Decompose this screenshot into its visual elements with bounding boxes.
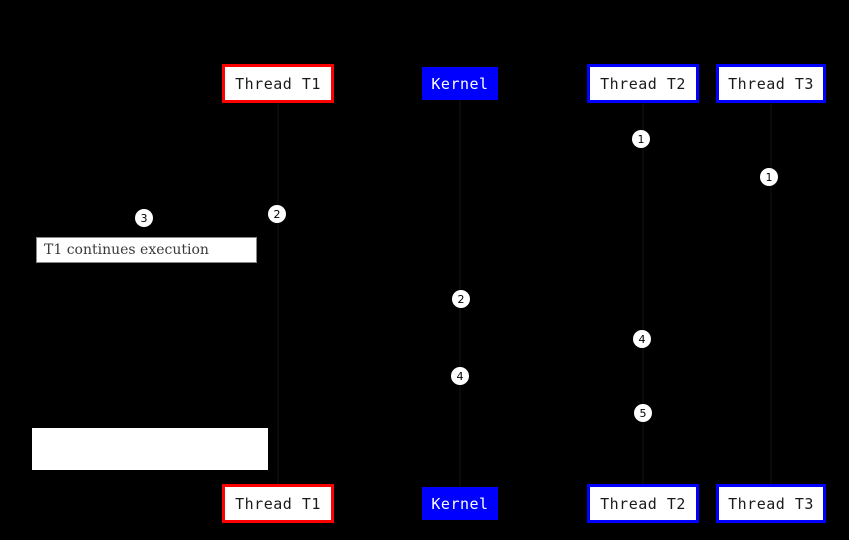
lifeline-thread-t3 bbox=[770, 103, 772, 484]
participant-bottom-thread-t1[interactable]: Thread T1 bbox=[222, 484, 334, 523]
participant-label: Thread T3 bbox=[728, 74, 814, 93]
note-t1-continues-execution: T1 continues execution bbox=[36, 237, 257, 263]
participant-top-thread-t2[interactable]: Thread T2 bbox=[587, 64, 699, 103]
step-marker-2: 2 bbox=[452, 290, 470, 308]
step-marker-number: 1 bbox=[765, 170, 773, 184]
participant-top-kernel[interactable]: Kernel bbox=[422, 67, 498, 100]
lifeline-thread-t1 bbox=[277, 103, 279, 484]
step-marker-number: 2 bbox=[273, 207, 281, 221]
step-marker-1: 1 bbox=[632, 130, 650, 148]
step-marker-4: 4 bbox=[633, 330, 651, 348]
note-text: T1 continues execution bbox=[44, 242, 209, 258]
step-marker-number: 4 bbox=[638, 332, 646, 346]
step-marker-3: 3 bbox=[135, 209, 153, 227]
step-marker-1: 1 bbox=[760, 168, 778, 186]
participant-label: Kernel bbox=[431, 74, 489, 93]
step-marker-2: 2 bbox=[268, 205, 286, 223]
step-marker-number: 4 bbox=[456, 369, 464, 383]
participant-label: Thread T2 bbox=[600, 494, 686, 513]
lifeline-thread-t2 bbox=[642, 103, 644, 484]
blank-note-box-1 bbox=[32, 428, 268, 470]
step-marker-number: 5 bbox=[639, 406, 647, 420]
participant-bottom-thread-t2[interactable]: Thread T2 bbox=[587, 484, 699, 523]
step-marker-number: 2 bbox=[457, 292, 465, 306]
participant-label: Thread T1 bbox=[235, 74, 321, 93]
participant-label: Thread T2 bbox=[600, 74, 686, 93]
participant-top-thread-t3[interactable]: Thread T3 bbox=[716, 64, 826, 103]
step-marker-5: 5 bbox=[634, 404, 652, 422]
step-marker-number: 1 bbox=[637, 132, 645, 146]
participant-bottom-thread-t3[interactable]: Thread T3 bbox=[716, 484, 826, 523]
participant-bottom-kernel[interactable]: Kernel bbox=[422, 487, 498, 520]
participant-label: Thread T3 bbox=[728, 494, 814, 513]
step-marker-number: 3 bbox=[140, 211, 148, 225]
participant-label: Kernel bbox=[431, 494, 489, 513]
participant-top-thread-t1[interactable]: Thread T1 bbox=[222, 64, 334, 103]
step-marker-4: 4 bbox=[451, 367, 469, 385]
participant-label: Thread T1 bbox=[235, 494, 321, 513]
